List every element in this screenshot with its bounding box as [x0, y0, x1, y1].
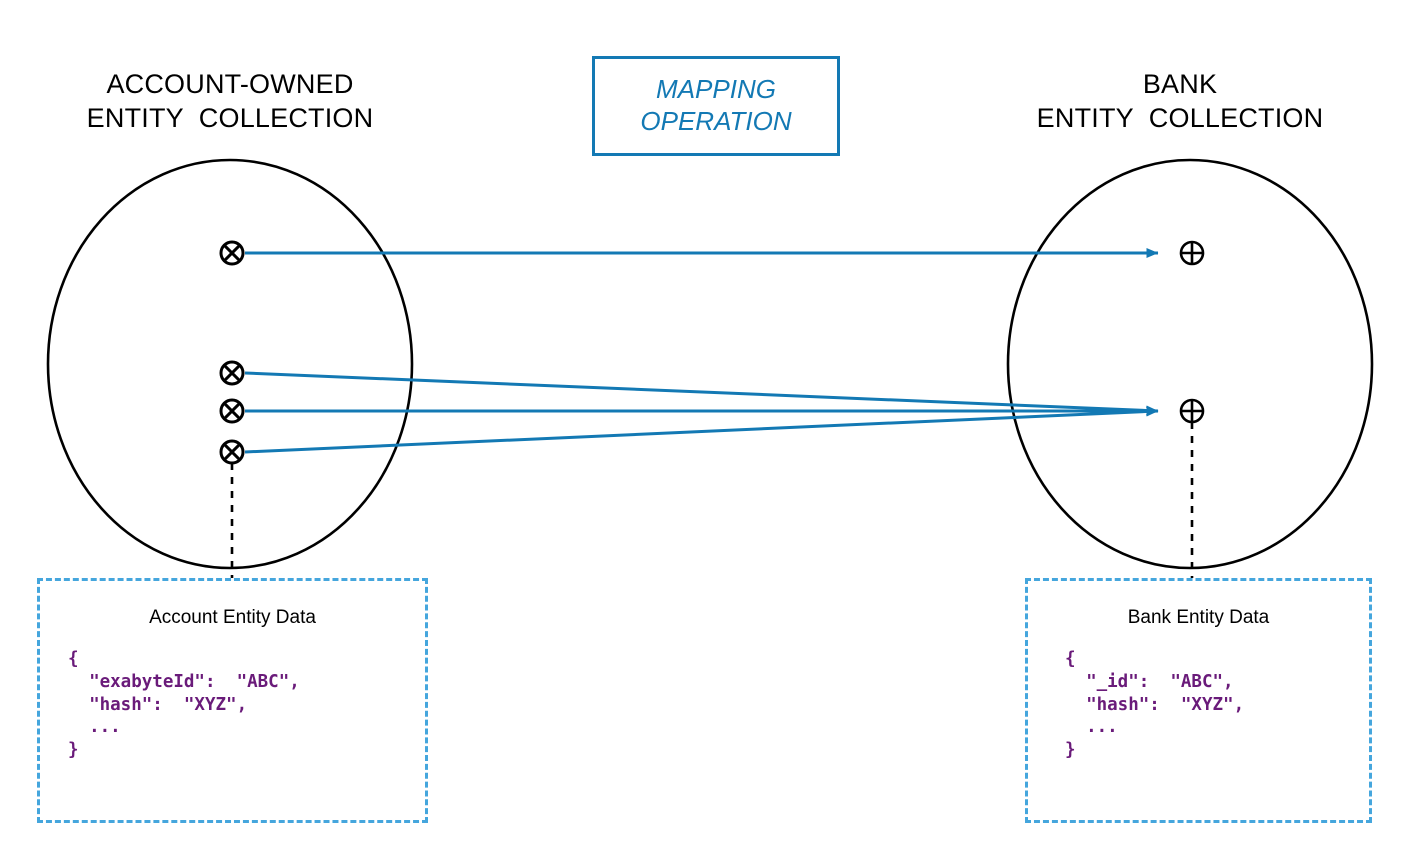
bank-entity-data-callout: Bank Entity Data { "_id": "ABC", "hash":… — [1025, 578, 1372, 823]
acct-node-3[interactable] — [219, 398, 245, 424]
bank-node-2[interactable] — [1179, 398, 1205, 424]
mapping-operation-line2: OPERATION — [640, 106, 792, 136]
circle-x-icon-cross — [223, 244, 241, 262]
circle-x-icon-cross — [223, 443, 241, 461]
right-title-line2: ENTITY COLLECTION — [1036, 102, 1324, 133]
mapping-operation-box[interactable]: MAPPING OPERATION — [592, 56, 840, 156]
account-entity-data-code: { "exabyteId": "ABC", "hash": "XYZ", ...… — [68, 649, 300, 760]
acct-node-2[interactable] — [219, 360, 245, 386]
mapping-arrow-4 — [244, 406, 1159, 454]
bank-entity-data-code: { "_id": "ABC", "hash": "XYZ", ... } — [1065, 649, 1245, 760]
mapping-operation-line1: MAPPING — [656, 74, 776, 105]
mapping-arrow-2 — [244, 371, 1159, 416]
left-title-line2: ENTITY COLLECTION — [86, 102, 374, 133]
account-entity-data-title: Account Entity Data — [149, 607, 316, 628]
acct-node-4[interactable] — [219, 439, 245, 465]
circle-x-icon-cross — [223, 364, 241, 382]
right-title-line1: BANK — [1142, 69, 1218, 99]
bank-entity-data-title: Bank Entity Data — [1127, 607, 1270, 628]
left-collection-ellipse — [46, 158, 414, 570]
bank-node-1[interactable] — [1179, 240, 1205, 266]
left-title-line1: ACCOUNT-OWNED — [106, 69, 354, 99]
account-entity-data-callout: Account Entity Data { "exabyteId": "ABC"… — [37, 578, 428, 823]
circle-x-icon-cross — [223, 402, 241, 420]
right-collection-ellipse — [1006, 158, 1374, 570]
acct-node-1[interactable] — [219, 240, 245, 266]
mapping-arrows — [244, 248, 1159, 454]
circle-plus-icon-cross — [1181, 400, 1203, 422]
circle-plus-icon-cross — [1181, 242, 1203, 264]
